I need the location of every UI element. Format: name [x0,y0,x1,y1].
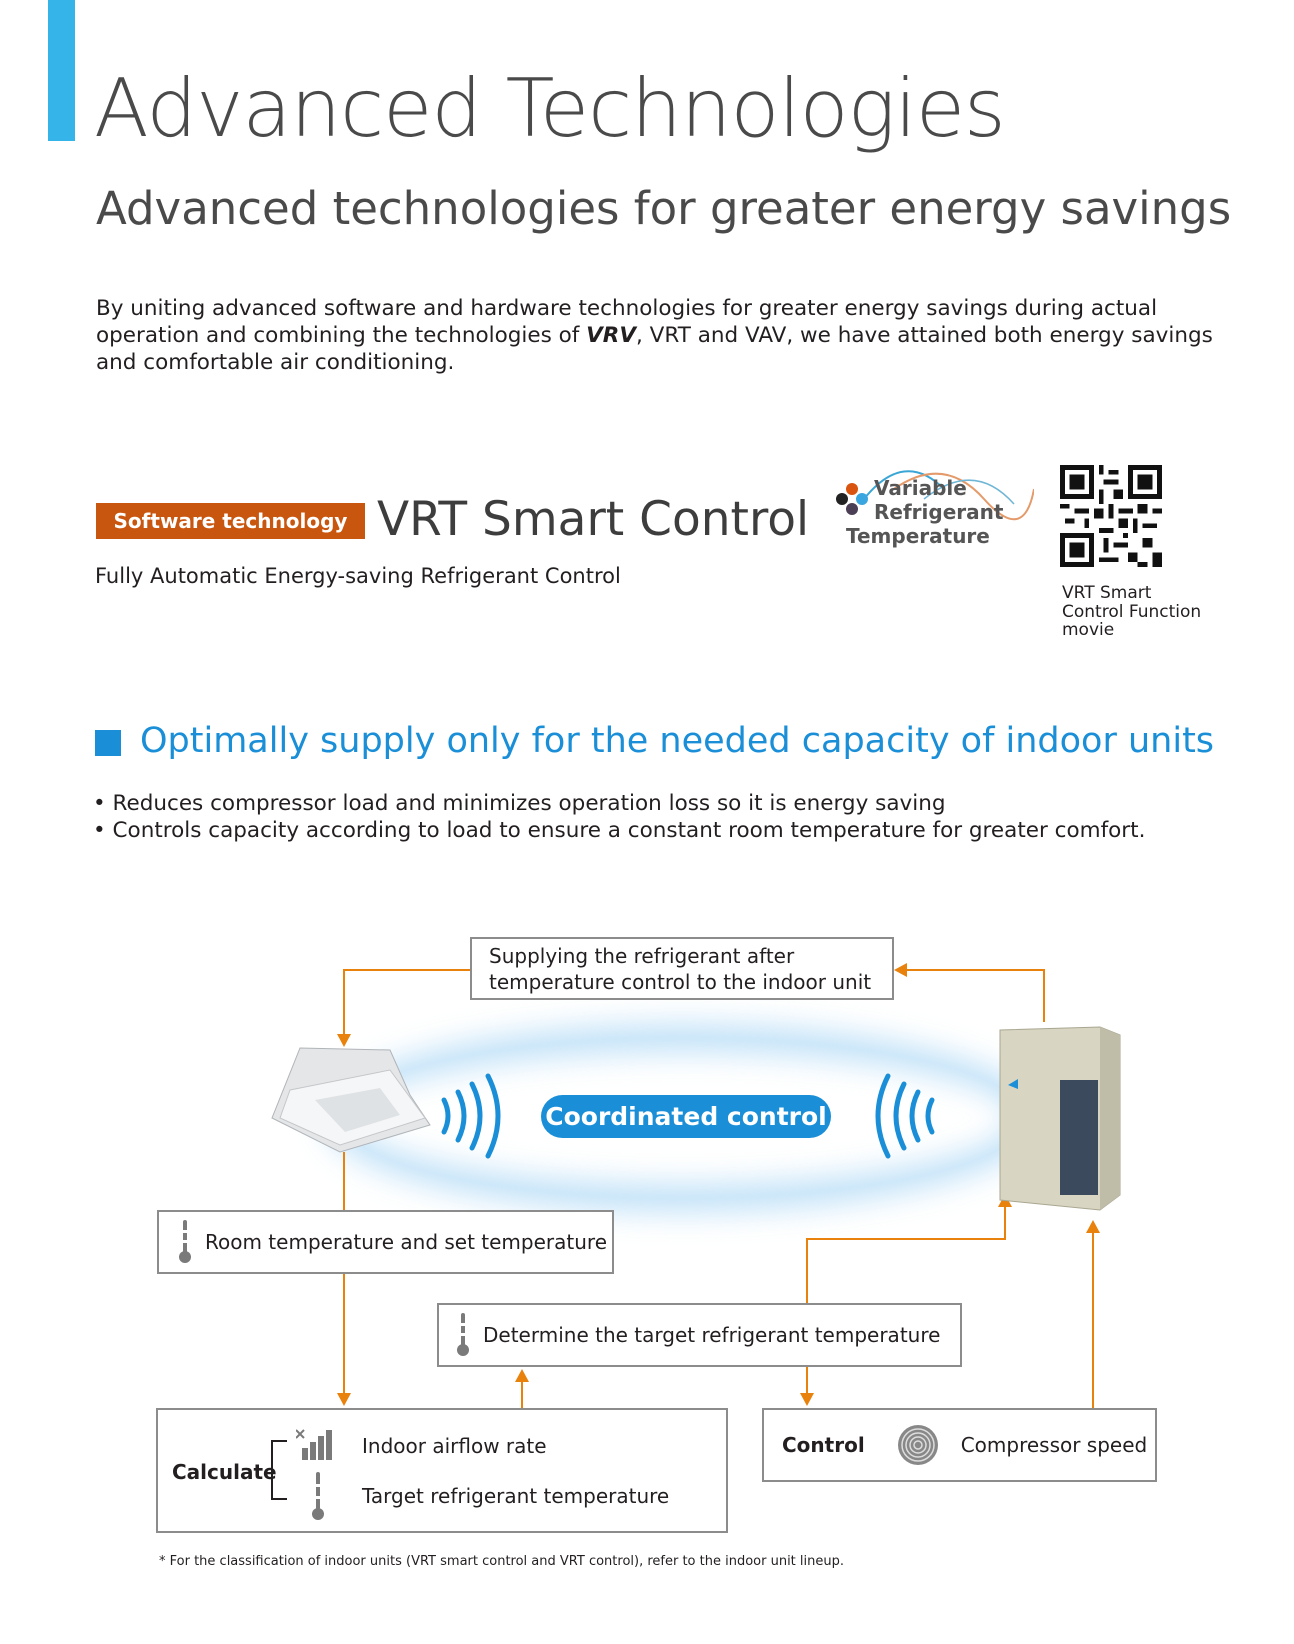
heading-square-icon [95,730,121,756]
arrow-down-icon [337,1034,351,1047]
control-box: Control Compressor speed [762,1408,1157,1482]
arrow-up-icon [1086,1220,1100,1233]
thermometer-icon [179,1220,191,1264]
qr-caption-line: VRT Smart [1062,583,1152,603]
signal-right-icon [441,1073,501,1159]
section-title: VRT Smart Control [377,492,810,547]
compressor-text: Compressor speed [960,1433,1148,1457]
supply-text: temperature control to the indoor unit [489,970,872,994]
calculate-box: Calculate Indoor airflow rate Target ref… [156,1408,728,1533]
calculate-label: Calculate [172,1460,277,1484]
qr-caption-line: Control Function [1062,601,1202,622]
software-technology-badge: Software technology [96,503,365,539]
intro-text: , VRT and VAV, we have attained both ene… [96,323,1213,375]
footnote: * For the classification of indoor units… [159,1554,844,1569]
determine-target-box: Determine the target refrigerant tempera… [437,1303,962,1367]
arrow-up-icon [515,1369,529,1382]
airflow-icon [296,1429,332,1460]
page-title: Advanced Technologies [94,62,1006,155]
page-subtitle: Advanced technologies for greater energy… [96,182,1232,235]
bullet-list: • Reduces compressor load and minimizes … [93,790,1145,844]
supply-text: Supplying the refrigerant after [489,944,795,968]
vrv-brand: VRV [586,323,637,348]
section-subtitle: Fully Automatic Energy-saving Refrigeran… [95,564,621,588]
determine-text: Determine the target refrigerant tempera… [483,1323,941,1347]
thermometer-icon [312,1472,324,1520]
section-heading: Optimally supply only for the needed cap… [140,721,1215,761]
compressor-icon [897,1425,938,1465]
coordinated-control-label: Coordinated control [541,1095,831,1138]
qr-code[interactable] [1060,465,1162,567]
signal-left-icon [875,1073,935,1159]
svg-text:Temperature: Temperature [846,524,990,548]
indoor-unit-icon [271,1047,431,1153]
bullet-item: • Reduces compressor load and minimizes … [93,791,946,816]
airflow-text: Indoor airflow rate [362,1434,547,1458]
svg-text:Refrigerant: Refrigerant [874,500,1004,524]
supply-refrigerant-box: Supplying the refrigerant after temperat… [470,937,894,1000]
arrow-down-icon [800,1393,814,1406]
vrt-logo: Variable Refrigerant Temperature [834,459,1035,577]
outdoor-unit-icon [999,1026,1121,1211]
qr-caption-line: movie [1062,620,1115,640]
room-temperature-text: Room temperature and set temperature [205,1230,608,1254]
arrow-left-icon [894,963,907,977]
intro-paragraph: By uniting advanced software and hardwar… [96,295,1226,376]
accent-bar [48,0,75,141]
logo-waves-icon: Variable Refrigerant Temperature [836,470,1035,548]
svg-text:Variable: Variable [874,476,967,500]
control-label: Control [782,1433,865,1457]
bracket [271,1440,287,1500]
room-temperature-box: Room temperature and set temperature [157,1210,614,1274]
intro-text: By uniting advanced software and hardwar… [96,296,1158,348]
bullet-item: • Controls capacity according to load to… [93,818,1146,843]
target-temperature-text: Target refrigerant temperature [362,1484,670,1508]
thermometer-icon [457,1313,469,1357]
qr-caption: VRT Smart Control Function movie [1062,584,1201,640]
arrow-down-icon [337,1393,351,1406]
